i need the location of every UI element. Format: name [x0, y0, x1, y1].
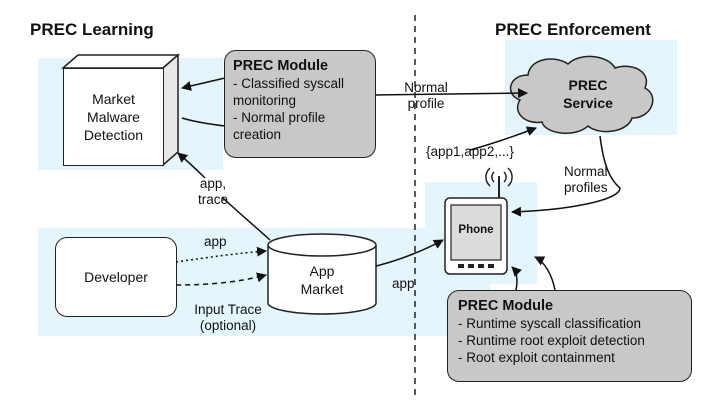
market-malware-detection-box: Market Malware Detection: [63, 68, 164, 166]
module-learning-title: PREC Module: [233, 58, 329, 74]
detection-module-link: [181, 117, 226, 127]
app-market-label: App Market: [280, 262, 364, 298]
detection-label-line-3: Detection: [83, 127, 144, 143]
app-trace-label-line-2: trace: [198, 192, 229, 207]
module-enforcement-item-3: - Root exploit containment: [458, 350, 615, 365]
detection-box-top: [60, 54, 181, 69]
phone-device: [444, 197, 508, 275]
app-market-line-2: Market: [300, 281, 344, 297]
module-learning-item-1: - Classified syscall: [233, 76, 345, 91]
phone-antenna-icon: [485, 167, 513, 198]
app-trace-label: app, trace: [198, 176, 228, 208]
module-phone-arrow-1: [511, 266, 522, 291]
input-trace-label: Input Trace (optional): [180, 302, 276, 334]
normal-profiles-label: Normal profiles: [564, 164, 608, 196]
app-list-label: {app1,app2,...}: [426, 144, 514, 159]
normal-profile-arrow: [374, 88, 528, 99]
normal-profile-label-line-2: profile: [407, 96, 445, 111]
module-learning-item-3: - Normal profile: [233, 110, 326, 125]
detection-label-line-2: Malware: [87, 109, 140, 125]
normal-profiles-arrow: [511, 135, 621, 217]
module-learning-item-4: creation: [233, 127, 282, 142]
detection-label-line-1: Market: [92, 91, 135, 107]
service-cloud: [509, 55, 654, 134]
service-line-1: PREC: [568, 77, 608, 93]
input-trace-label-line-2: (optional): [199, 318, 257, 333]
normal-profile-label: Normal profile: [398, 80, 454, 112]
input-trace-arrow: [175, 272, 267, 286]
phone-label: Phone: [458, 224, 494, 236]
module-learning-item-2: monitoring: [233, 93, 297, 108]
market-to-phone-arrow: [375, 239, 444, 267]
input-trace-label-line-1: Input Trace: [194, 302, 262, 317]
app-trace-label-line-1: app,: [199, 176, 227, 191]
developer-box: Developer: [55, 237, 177, 317]
module-enforcement-item-1: - Runtime syscall classification: [458, 316, 642, 331]
prec-module-learning: PREC Module - Classified syscall monitor…: [224, 50, 376, 158]
section-title-learning: PREC Learning: [30, 20, 154, 39]
normal-profile-label-line-1: Normal: [404, 80, 448, 95]
module-phone-arrow-2: [534, 256, 556, 291]
app-list-arrow: [469, 126, 537, 151]
normal-profiles-label-line-2: profiles: [564, 180, 608, 195]
service-line-2: Service: [563, 95, 613, 111]
prec-module-enforcement: PREC Module - Runtime syscall classifica…: [447, 290, 692, 382]
module-enforcement-title: PREC Module: [458, 298, 554, 314]
trace-to-detection-arrow: [177, 152, 206, 179]
dev-app-label: app: [204, 234, 227, 249]
normal-profiles-label-line-1: Normal: [564, 164, 608, 179]
dev-app-arrow: [175, 246, 267, 263]
market-app-label: app: [392, 276, 415, 291]
market-trace-link: [221, 196, 271, 241]
section-title-enforcement: PREC Enforcement: [495, 20, 651, 39]
module-to-detection-arrow: [181, 77, 226, 91]
module-enforcement-item-2: - Runtime root exploit detection: [458, 333, 645, 348]
detection-box-side: [162, 53, 179, 167]
app-market-cylinder: [267, 233, 377, 315]
prec-service-label: PREC Service: [548, 76, 628, 112]
app-market-line-1: App: [309, 263, 335, 279]
